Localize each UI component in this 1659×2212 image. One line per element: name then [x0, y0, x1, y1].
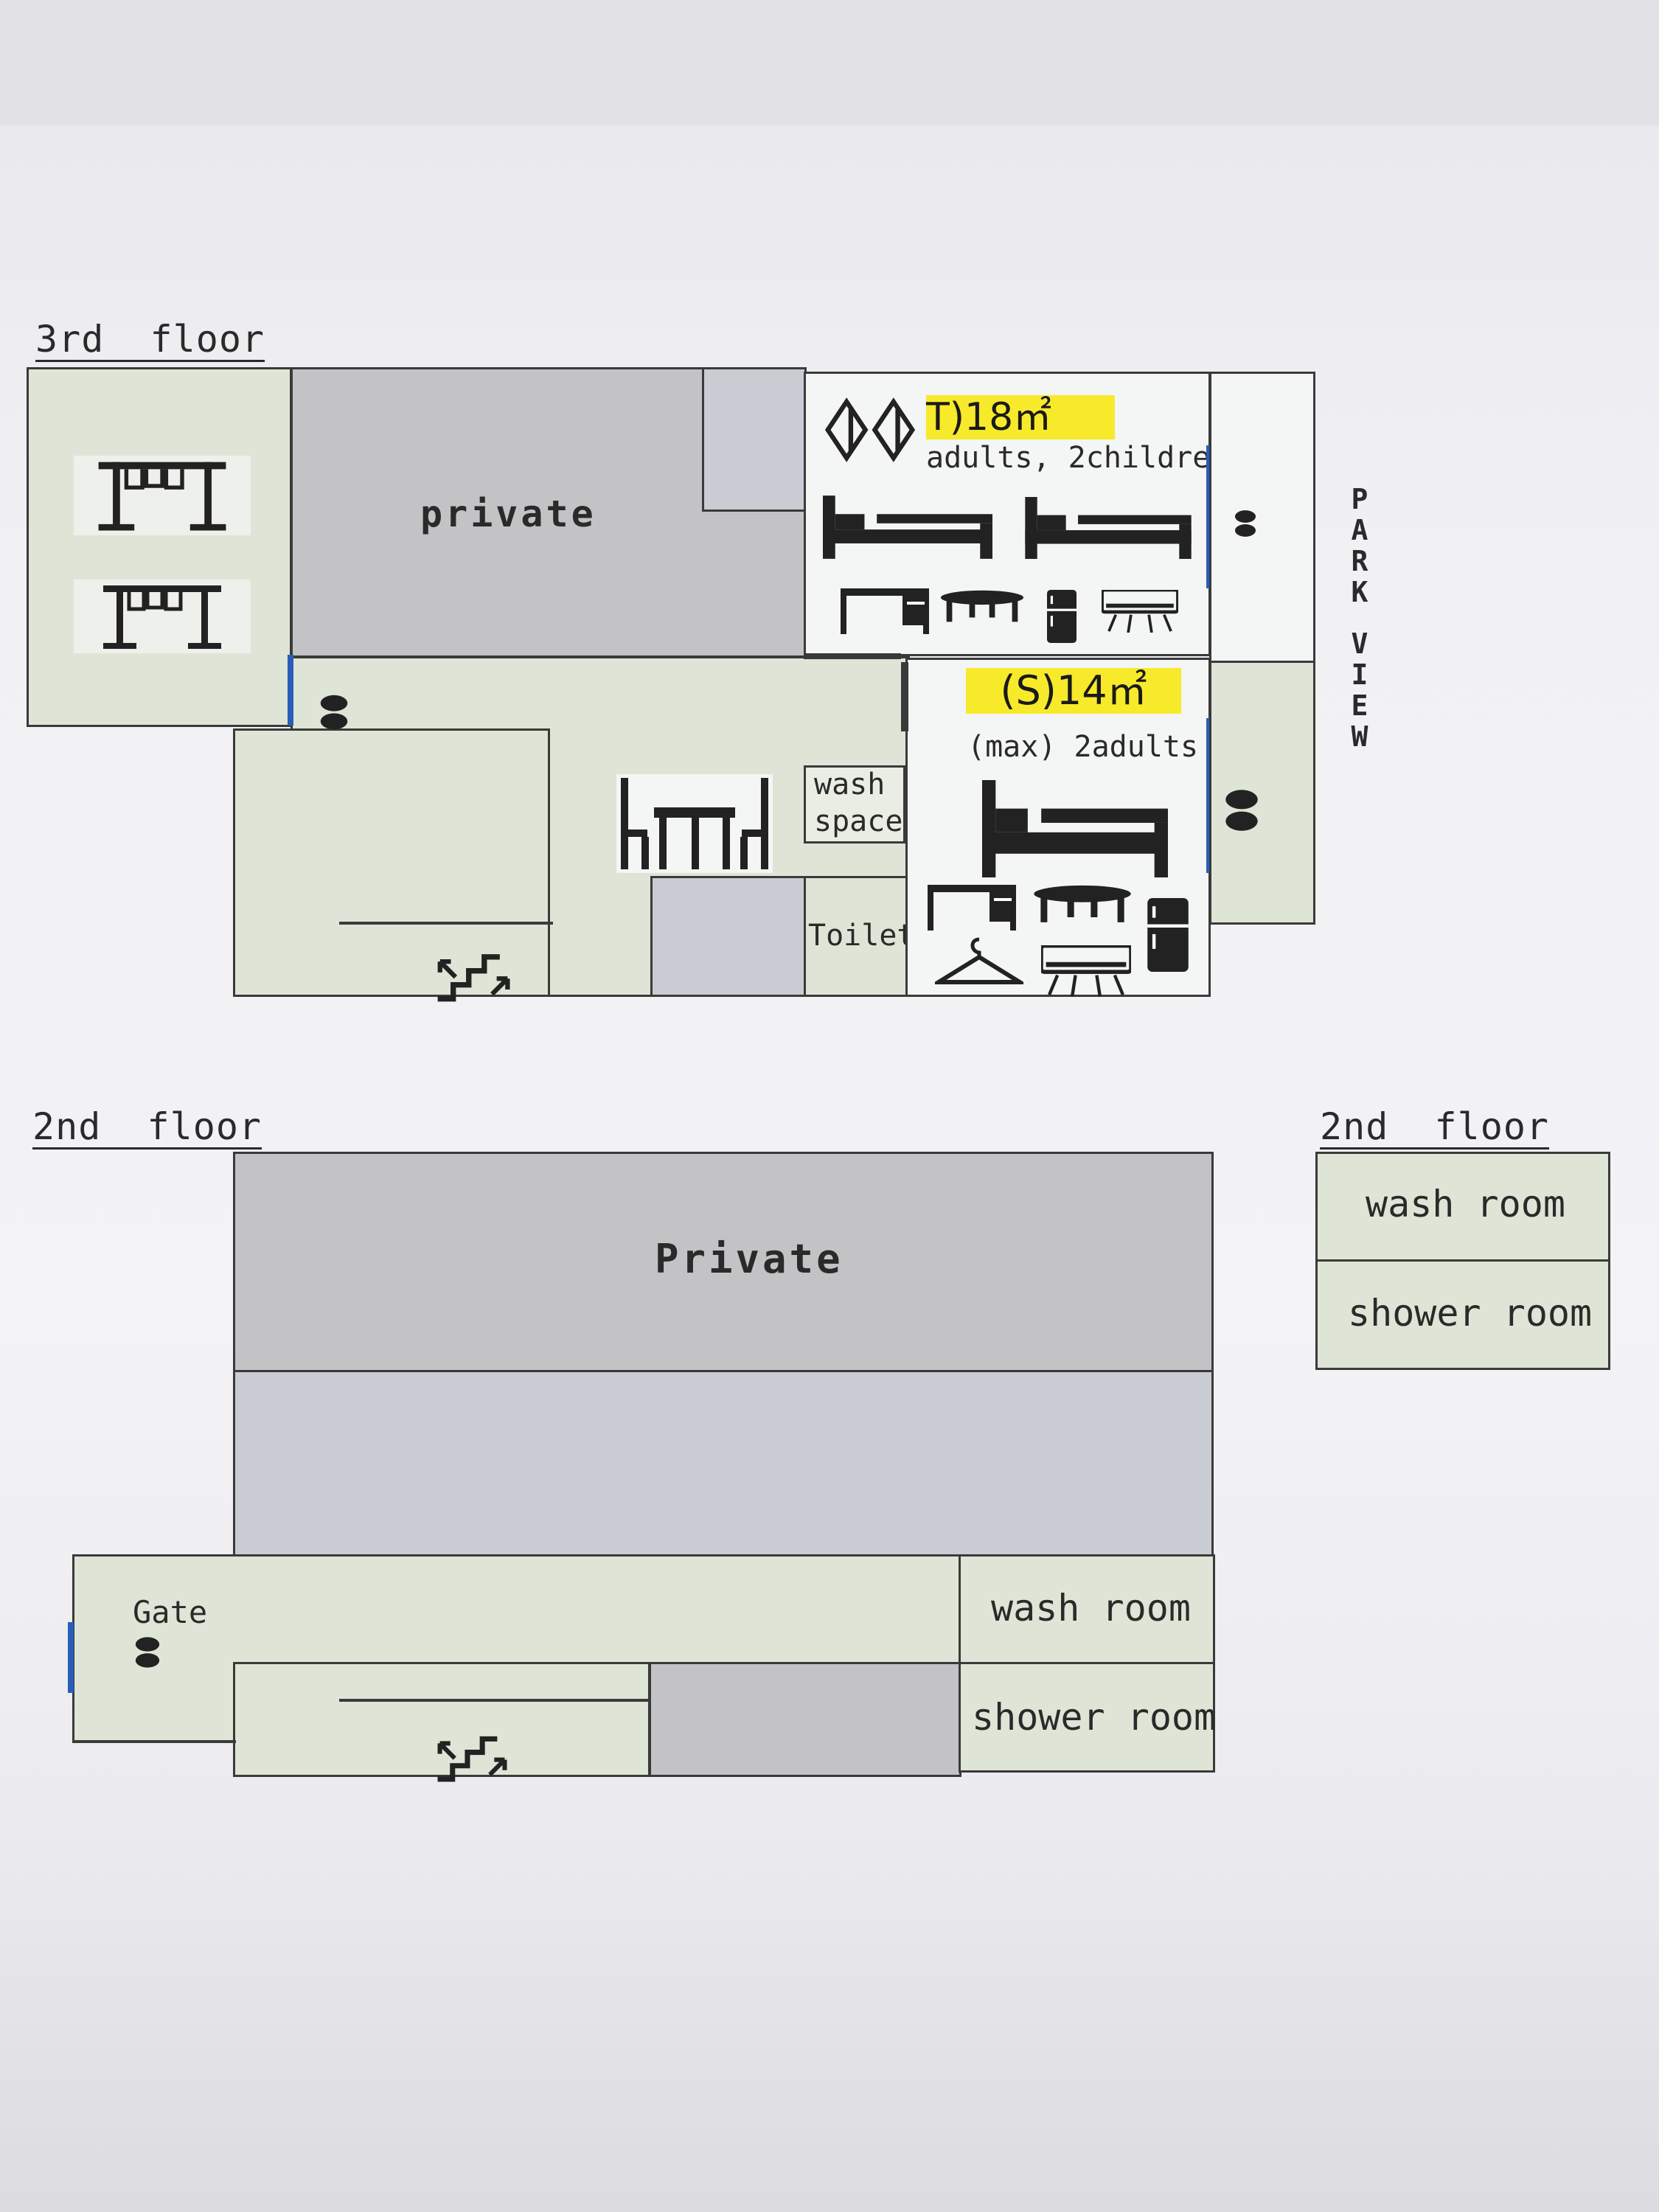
room-s-capacity: (max) 2adults: [967, 730, 1199, 764]
low-table-icon: [1032, 882, 1133, 928]
stair-wall-2f: [339, 1699, 652, 1702]
second-floor-annex-label: 2nd floor: [1320, 1105, 1550, 1150]
annex-shower-room: [1315, 1259, 1610, 1370]
desk-icon: [928, 882, 1016, 933]
dining-table-icon: [616, 774, 773, 873]
wash-room-2f: [959, 1554, 1215, 1665]
footprints-icon: [316, 693, 352, 731]
door-3f-hall: [288, 655, 293, 726]
wash-space-label-1: wash: [814, 768, 886, 801]
room-s-wall: [901, 662, 908, 731]
park-view-letter: A: [1351, 514, 1368, 546]
footprints-icon: [128, 1635, 167, 1669]
storage-2f-lower: [649, 1662, 961, 1777]
park-view-letter: W: [1351, 720, 1368, 753]
storage-area-2f: [233, 1370, 1214, 1557]
wardrobe-icon: [818, 389, 922, 470]
park-view-letter: I: [1351, 658, 1368, 691]
low-table-icon: [939, 590, 1025, 624]
footprints-icon: [1221, 787, 1262, 833]
clothes-rack-icon: [74, 580, 251, 653]
room-t-wall: [804, 653, 901, 659]
room-t-title: T)18㎡: [926, 395, 1115, 439]
room-s-title: (S)14㎡: [966, 668, 1181, 714]
wash-space: [804, 765, 905, 844]
storage-3f: [702, 367, 807, 512]
shower-room-2f: [959, 1662, 1215, 1773]
park-view-letter: K: [1351, 576, 1368, 608]
toilet-label: Toilet: [808, 919, 915, 953]
paper-bottom-shade: [0, 1832, 1659, 2212]
fridge-icon: [1146, 898, 1190, 972]
room-t-capacity: adults, 2children: [926, 441, 1228, 475]
balcony-room: [27, 367, 292, 727]
second-floor-label: 2nd floor: [32, 1105, 262, 1150]
park-view-letter: V: [1351, 627, 1368, 660]
footprints-icon: [1228, 509, 1262, 538]
annex-wash-room-label: wash room: [1366, 1183, 1565, 1225]
storage-3f-lower: [650, 876, 807, 997]
fridge-icon: [1044, 590, 1079, 643]
entry-wall-2f: [72, 1740, 236, 1743]
entry-fill-2f: [74, 1666, 231, 1740]
wash-room-label-2f: wash room: [991, 1587, 1191, 1630]
stair-wall-3f: [339, 922, 553, 925]
shower-room-label-2f: shower room: [972, 1696, 1217, 1739]
stairs-icon: [432, 931, 513, 1004]
private-area-2f: [233, 1152, 1214, 1373]
air-conditioner-icon: [1041, 945, 1131, 997]
stairs-icon: [431, 1714, 512, 1784]
air-conditioner-icon: [1102, 590, 1178, 633]
corridor-3f-lower: [1209, 661, 1315, 925]
bed-icon: [823, 495, 992, 559]
private-label-3f: private: [420, 493, 597, 535]
park-view-letter: [1343, 608, 1376, 628]
wash-space-label-2: space: [814, 804, 903, 838]
third-floor-label: 3rd floor: [35, 318, 265, 362]
bed-icon: [1025, 497, 1192, 559]
gate-label: Gate: [133, 1594, 208, 1630]
paper-top-shade: [0, 0, 1659, 125]
park-view-letter: P: [1351, 483, 1368, 515]
clothes-rack-icon: [74, 456, 251, 535]
corridor-3f-upper: [1209, 372, 1315, 664]
park-view-letter: E: [1351, 689, 1368, 722]
hanger-icon: [935, 935, 1023, 990]
desk-icon: [841, 588, 929, 634]
stair-hall-2f: [233, 1662, 650, 1777]
toilet: [804, 876, 910, 997]
private-label-2f: Private: [655, 1236, 844, 1282]
park-view-letter: R: [1351, 545, 1368, 577]
stair-hall-3f: [233, 728, 550, 997]
annex-wash-room: [1315, 1152, 1610, 1262]
bed-icon: [982, 780, 1168, 877]
gate-door: [68, 1622, 74, 1693]
annex-shower-room-label: shower room: [1348, 1292, 1593, 1335]
